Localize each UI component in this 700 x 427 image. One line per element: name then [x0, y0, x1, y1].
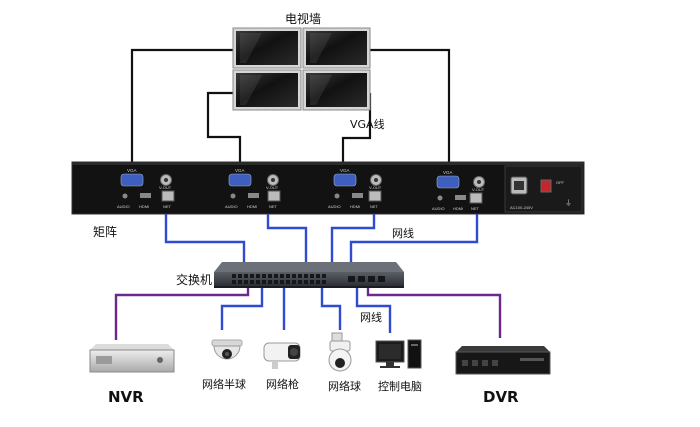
- dome-camera-label: 网络半球: [202, 377, 246, 391]
- wall-monitor: [232, 69, 302, 111]
- vout-port-label: V-OUT: [266, 185, 279, 190]
- power-section: OFF AC100-240V ⏚: [504, 165, 583, 213]
- dome-camera-device: [211, 339, 243, 360]
- vga-cable-2: [206, 91, 242, 170]
- net-port-icon: [267, 190, 281, 202]
- nvr-cable: [114, 288, 250, 340]
- power-spec-label: AC100-240V: [510, 205, 533, 210]
- hdmi-port-icon: [352, 193, 363, 198]
- vga-port-label: VGA: [443, 170, 453, 175]
- network-cables-lower: [220, 288, 392, 333]
- ptz-camera-label: 网络球: [328, 379, 361, 393]
- ground-mark: ⏚: [565, 199, 572, 207]
- dvr-cable: [366, 288, 502, 338]
- matrix-chassis: VGA V-OUT AUDIO HDMI NET VGA V-OUT AUDIO…: [71, 161, 585, 215]
- switch-label: 交换机: [176, 272, 212, 287]
- control-pc-device: [375, 339, 422, 369]
- recorder-cables: [114, 288, 502, 340]
- vga-cable-4: [370, 48, 451, 170]
- dvr-device: [455, 346, 551, 375]
- output-module-3: VGA V-OUT AUDIO HDMI NET: [328, 168, 382, 209]
- audio-port-label: AUDIO: [432, 206, 445, 211]
- vga-cables: [130, 48, 451, 170]
- hdmi-port-icon: [140, 193, 151, 198]
- vga-cable-1: [130, 48, 233, 170]
- vga-cable-label: VGA线: [350, 117, 385, 131]
- control-pc-label: 控制电脑: [378, 379, 422, 393]
- net-cable-1: [164, 214, 246, 262]
- switch-port-row: [232, 274, 385, 284]
- audio-port-label: AUDIO: [225, 204, 238, 209]
- net-port-icon: [161, 190, 175, 202]
- vga-port-icon: [436, 175, 460, 189]
- wall-monitor: [232, 27, 302, 69]
- vga-port-icon: [333, 173, 357, 187]
- net-cable-2: [266, 214, 308, 262]
- hdmi-port-label: HDMI: [453, 206, 463, 211]
- wall-monitor: [302, 27, 371, 69]
- bullet-camera-device: [263, 342, 301, 369]
- net-port-icon: [469, 192, 483, 204]
- hdmi-port-label: HDMI: [139, 204, 149, 209]
- output-module-2: VGA V-OUT AUDIO HDMI NET: [225, 168, 281, 209]
- switch-mark-label: OFF: [556, 180, 565, 185]
- net-port-label: NET: [163, 204, 172, 209]
- video-wall: [232, 27, 371, 111]
- nvr-device: [89, 344, 175, 373]
- audio-port-label: AUDIO: [328, 204, 341, 209]
- vout-port-label: V-OUT: [472, 187, 485, 192]
- vout-port-label: V-OUT: [159, 185, 172, 190]
- matrix-label: 矩阵: [93, 225, 117, 239]
- ptz-camera-device: [328, 332, 352, 372]
- hdmi-port-icon: [455, 195, 466, 200]
- power-switch-icon: [540, 179, 552, 193]
- net-cable-4: [349, 214, 479, 262]
- ptz-cable: [320, 288, 342, 330]
- vga-port-label: VGA: [340, 168, 350, 173]
- dvr-label: DVR: [483, 388, 519, 406]
- bullet-camera-label: 网络枪: [266, 377, 299, 391]
- vga-port-icon: [120, 173, 144, 187]
- output-module-4: VGA V-OUT AUDIO HDMI NET: [432, 170, 485, 211]
- vout-port-label: V-OUT: [369, 185, 382, 190]
- net-port-icon: [368, 190, 382, 202]
- network-cables-upper: [164, 214, 479, 262]
- net-port-label: NET: [471, 206, 480, 211]
- dome-cable: [220, 288, 264, 330]
- vga-port-label: VGA: [235, 168, 245, 173]
- network-cable-label-top: 网线: [392, 226, 414, 240]
- output-module-1: VGA V-OUT AUDIO HDMI NET: [117, 168, 175, 209]
- vga-port-label: VGA: [127, 168, 137, 173]
- net-cable-3: [330, 214, 376, 262]
- net-port-label: NET: [269, 204, 278, 209]
- vga-port-icon: [228, 173, 252, 187]
- nvr-label: NVR: [108, 388, 144, 406]
- network-cable-label-bottom: 网线: [360, 310, 382, 324]
- vga-cable-3: [341, 93, 372, 170]
- hdmi-port-label: HDMI: [350, 204, 360, 209]
- network-switch: [214, 262, 404, 288]
- net-port-label: NET: [370, 204, 379, 209]
- audio-port-label: AUDIO: [117, 204, 130, 209]
- hdmi-port-icon: [248, 193, 259, 198]
- hdmi-port-label: HDMI: [247, 204, 257, 209]
- pc-cable: [355, 288, 392, 333]
- video-wall-label: 电视墙: [285, 11, 321, 26]
- wall-monitor: [302, 69, 371, 111]
